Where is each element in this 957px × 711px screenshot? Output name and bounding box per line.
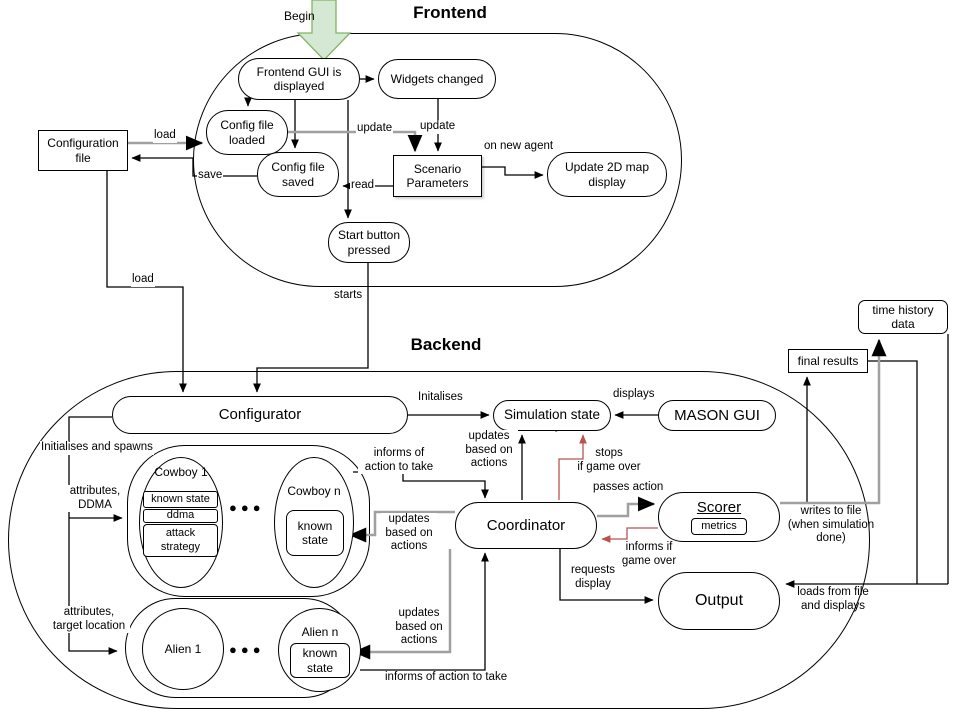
edge-label-informs-action-aliens: informs of action to take — [384, 671, 509, 685]
begin-arrow — [296, 0, 352, 61]
edge-label-loads-from-file: loads from file and displays — [797, 586, 869, 612]
edge-label-load-top: load — [153, 129, 177, 143]
edge-label-initalises: Initalises — [417, 391, 464, 405]
alien-ellipsis-dots: ●●● — [229, 642, 265, 657]
edge-label-writes-to-file: writes to file (when simulation done) — [787, 505, 875, 545]
frontend-title: Frontend — [413, 3, 487, 22]
scorer-label: Scorer — [696, 498, 742, 516]
edge-label-save: save — [197, 169, 224, 183]
edge-label-initialises-and-spawns: Initialises and spawns — [40, 441, 154, 455]
edge-label-updates-cowboys: updates based on actions — [381, 513, 437, 554]
node-frontend-gui: Frontend GUI is displayed — [238, 58, 360, 100]
cowboy1-label: Cowboy 1 — [154, 465, 208, 480]
edge-label-updates-sim: updates based on actions — [460, 430, 518, 471]
cowboys-group — [127, 445, 370, 597]
edge-label-load-bottom: load — [131, 273, 155, 287]
edge-label-stops-if-game-over: stops if game over — [577, 447, 641, 473]
edge-label-attributes-target: attributes, target location — [48, 606, 130, 634]
node-scorer: Scorer metrics — [658, 492, 780, 542]
edge-label-displays: displays — [612, 388, 656, 402]
node-start-button-pressed: Start button pressed — [328, 222, 410, 263]
alienn-label: Alien n — [301, 624, 339, 639]
node-config-file-saved: Config file saved — [257, 152, 339, 197]
node-configurator: Configurator — [112, 396, 408, 434]
node-update-2d-map: Update 2D map display — [547, 152, 667, 197]
node-final-results: final results — [788, 349, 868, 373]
node-time-history-data: time history data — [858, 300, 948, 334]
backend-container — [8, 371, 870, 709]
edge-label-attributes-ddma: attributes, DDMA — [66, 485, 124, 513]
edge-label-updates-aliens: updates based on actions — [391, 607, 447, 648]
node-coordinator: Coordinator — [455, 502, 597, 549]
edge-label-informs-action-cowboys: informs of action to take — [358, 447, 440, 475]
node-widgets-changed: Widgets changed — [378, 59, 496, 99]
alienn-known-state: known state — [290, 643, 350, 678]
cowboyn-known-state: known state — [286, 510, 344, 556]
edge-label-update-widgets: update — [419, 120, 457, 134]
cowboy-ellipsis-dots: ●●● — [229, 500, 265, 515]
alien1-circle: Alien 1 — [142, 608, 224, 690]
cowboyn-label: Cowboy n — [287, 484, 341, 499]
node-config-file-loaded: Config file loaded — [206, 110, 288, 155]
cowboy1-known-state: known state — [143, 491, 218, 508]
node-simulation-state: Simulation state — [493, 400, 611, 431]
cowboy1-attack-strategy: attack strategy — [143, 524, 218, 557]
edge-label-on-new-agent: on new agent — [483, 140, 555, 154]
node-mason-gui: MASON GUI — [658, 400, 776, 431]
node-configuration-file: Configuration file — [38, 130, 128, 171]
edge-label-informs-if-game-over: informs if game over — [621, 541, 677, 567]
edge-label-requests-display: requests display — [563, 564, 623, 592]
begin-label: Begin — [284, 9, 315, 23]
edge-label-read: read — [350, 179, 376, 193]
node-scenario-parameters: Scenario Parameters — [393, 155, 482, 197]
backend-title: Backend — [410, 335, 482, 354]
edge-label-starts: starts — [333, 289, 364, 303]
cowboy1-ddma: ddma — [143, 509, 218, 523]
node-output: Output — [658, 572, 780, 630]
edge-label-update-config: update — [356, 122, 394, 136]
edge-label-passes-action: passes action — [592, 481, 665, 495]
scorer-metrics-box: metrics — [691, 517, 747, 536]
